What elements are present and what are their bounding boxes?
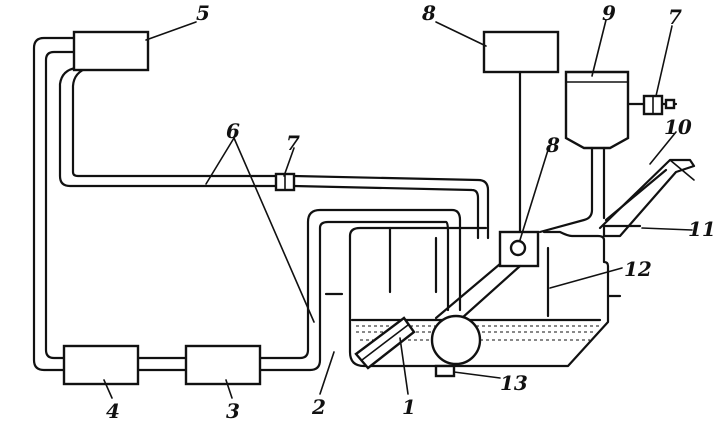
label-4: 4 — [106, 399, 120, 423]
label-9: 9 — [602, 1, 616, 25]
container-9 — [538, 70, 630, 234]
label-1: 1 — [402, 395, 416, 419]
label-11: 11 — [688, 217, 716, 241]
component-3-box — [184, 344, 262, 386]
label-5: 5 — [196, 1, 210, 25]
label-3: 3 — [226, 399, 240, 423]
component-4-box — [62, 344, 140, 386]
label-10: 10 — [664, 115, 692, 139]
float-chamber-8 — [498, 230, 540, 268]
return-pipe — [58, 66, 490, 240]
component-5-box — [72, 30, 150, 72]
outer-pipe-loop — [32, 36, 76, 372]
pipe-4-3 — [136, 356, 188, 372]
component-8-top-box — [482, 30, 560, 74]
tank — [324, 226, 622, 368]
float-arm — [434, 262, 522, 320]
valve-7-return — [274, 172, 296, 192]
suction-pipe — [256, 208, 462, 372]
label-7-return: 7 — [286, 131, 300, 155]
label-13: 13 — [500, 371, 528, 395]
drain-plug-13 — [434, 364, 456, 378]
label-7-container: 7 — [668, 5, 682, 29]
filler-neck — [598, 158, 696, 238]
label-12: 12 — [624, 257, 652, 281]
valve-7-container — [626, 94, 678, 116]
label-8-top: 8 — [421, 1, 436, 25]
label-6: 6 — [226, 119, 240, 143]
label-2: 2 — [311, 395, 326, 419]
float-ball — [430, 314, 482, 366]
leader-lines — [103, 19, 693, 399]
label-8-chamber: 8 — [545, 133, 560, 157]
intake-filter-1 — [354, 316, 416, 370]
